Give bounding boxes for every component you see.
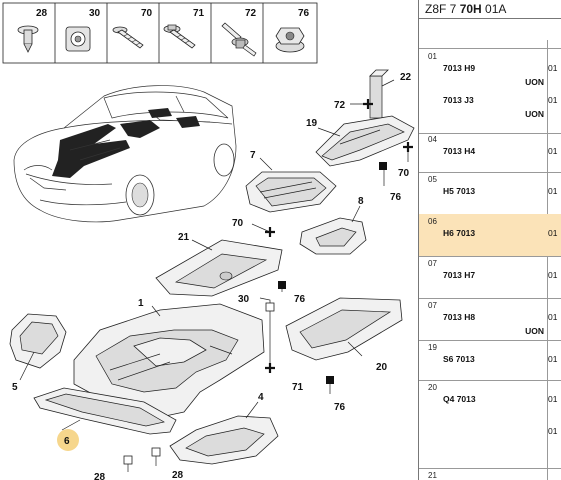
callout-6: 6 xyxy=(64,436,70,447)
quantity: 01 xyxy=(548,95,558,105)
part-8-cover xyxy=(299,217,367,255)
callout-20: 20 xyxy=(376,362,388,373)
callout-8: 8 xyxy=(358,196,364,207)
callout-70a: 70 xyxy=(398,168,410,179)
callout-76a: 76 xyxy=(390,192,402,203)
quantity: 01 xyxy=(548,312,558,322)
table-row[interactable]: 19 S6 7013 01 xyxy=(419,340,561,381)
part-reference: H6 7013 xyxy=(443,228,476,238)
callout-21: 21 xyxy=(178,232,190,243)
flange-screw-icon xyxy=(163,24,196,49)
callout-28a: 28 xyxy=(94,472,106,480)
fastener-markers xyxy=(123,99,413,465)
part-21-panel xyxy=(155,239,283,297)
callout-labels: 22 72 19 70 76 7 70 8 21 76 30 1 20 71 7… xyxy=(12,72,412,480)
callout-76c: 76 xyxy=(334,402,346,413)
quantity: 01 xyxy=(548,63,558,73)
part-20-panel xyxy=(285,297,403,361)
callout-72: 72 xyxy=(334,100,346,111)
callout-28b: 28 xyxy=(172,470,184,480)
plastic-nut-icon xyxy=(65,26,91,52)
callout-70b: 70 xyxy=(232,218,244,229)
table-row[interactable]: 06 H6 7013 01 xyxy=(419,214,561,257)
callout-30: 30 xyxy=(238,294,250,305)
fastener-num-70: 70 xyxy=(141,8,153,19)
quantity: 01 xyxy=(548,228,558,238)
screw-icon xyxy=(112,26,144,49)
header-prefix: Z8F 7 xyxy=(425,2,460,16)
part-22-bracket xyxy=(369,69,389,119)
car-illustration xyxy=(13,85,237,223)
header-suffix: 01A xyxy=(481,2,507,16)
flange-nut-icon xyxy=(275,27,305,53)
stud-bolt-icon xyxy=(221,22,257,57)
row-index: 04 xyxy=(428,135,437,144)
callout-19: 19 xyxy=(306,118,318,129)
fastener-num-72: 72 xyxy=(245,8,257,19)
fastener-num-71: 71 xyxy=(193,8,205,19)
callout-1: 1 xyxy=(138,298,144,309)
callout-5: 5 xyxy=(12,382,18,393)
unit-note: UON xyxy=(525,77,544,87)
row-index: 19 xyxy=(428,343,437,352)
clip-fastener-icon xyxy=(17,25,39,53)
row-index: 07 xyxy=(428,301,437,310)
quantity: 01 xyxy=(548,426,558,436)
part-reference: 7013 H7 xyxy=(443,270,476,280)
quantity: 01 xyxy=(548,394,558,404)
part-reference: H5 7013 xyxy=(443,186,476,196)
callout-7: 7 xyxy=(250,150,256,161)
row-index: 06 xyxy=(428,217,437,226)
row-index: 05 xyxy=(428,175,437,184)
table-row[interactable]: 05 H5 7013 01 xyxy=(419,172,561,215)
quantity: 01 xyxy=(548,354,558,364)
exploded-parts-diagram: 28 30 70 71 72 76 xyxy=(2,2,415,480)
quantity: 01 xyxy=(548,270,558,280)
callout-6-highlight xyxy=(57,429,79,451)
row-index: 21 xyxy=(428,471,437,480)
part-reference: 7013 H4 xyxy=(443,146,476,156)
unit-note: UON xyxy=(525,326,544,336)
row-index: 07 xyxy=(428,259,437,268)
quantity: 01 xyxy=(548,146,558,156)
part-19-shield xyxy=(315,115,415,167)
callout-76b: 76 xyxy=(294,294,306,305)
part-1-underbody xyxy=(73,303,265,419)
table-row[interactable]: 20 Q4 7013 01 01 xyxy=(419,380,561,469)
quantity: 01 xyxy=(548,186,558,196)
fastener-num-30: 30 xyxy=(89,8,101,19)
part-reference: S6 7013 xyxy=(443,354,475,364)
part-reference: 7013 J3 xyxy=(443,95,474,105)
fastener-num-76: 76 xyxy=(298,8,310,19)
callout-22: 22 xyxy=(400,72,412,83)
part-reference: 7013 H9 xyxy=(443,63,476,73)
header-bold: 70H xyxy=(459,2,482,16)
table-row[interactable]: 21 xyxy=(419,468,561,480)
table-header: Z8F 7 70H 01A xyxy=(419,0,561,19)
callout-71: 71 xyxy=(292,382,304,393)
fastener-legend: 28 30 70 71 72 76 xyxy=(2,2,318,64)
column-divider xyxy=(547,40,548,480)
callout-4: 4 xyxy=(258,392,264,403)
table-row[interactable]: 07 7013 H7 01 xyxy=(419,256,561,299)
part-7-shield xyxy=(245,171,337,213)
part-4-guard xyxy=(169,415,279,465)
fastener-num-28: 28 xyxy=(36,8,48,19)
part-reference: 7013 H8 xyxy=(443,312,476,322)
row-index: 20 xyxy=(428,383,437,392)
unit-note: UON xyxy=(525,109,544,119)
part-reference: Q4 7013 xyxy=(443,394,476,404)
part-5-guard xyxy=(9,313,67,369)
row-index: 01 xyxy=(428,52,437,61)
part-6-spoiler xyxy=(33,387,177,435)
table-row[interactable]: 04 7013 H4 01 xyxy=(419,132,561,173)
